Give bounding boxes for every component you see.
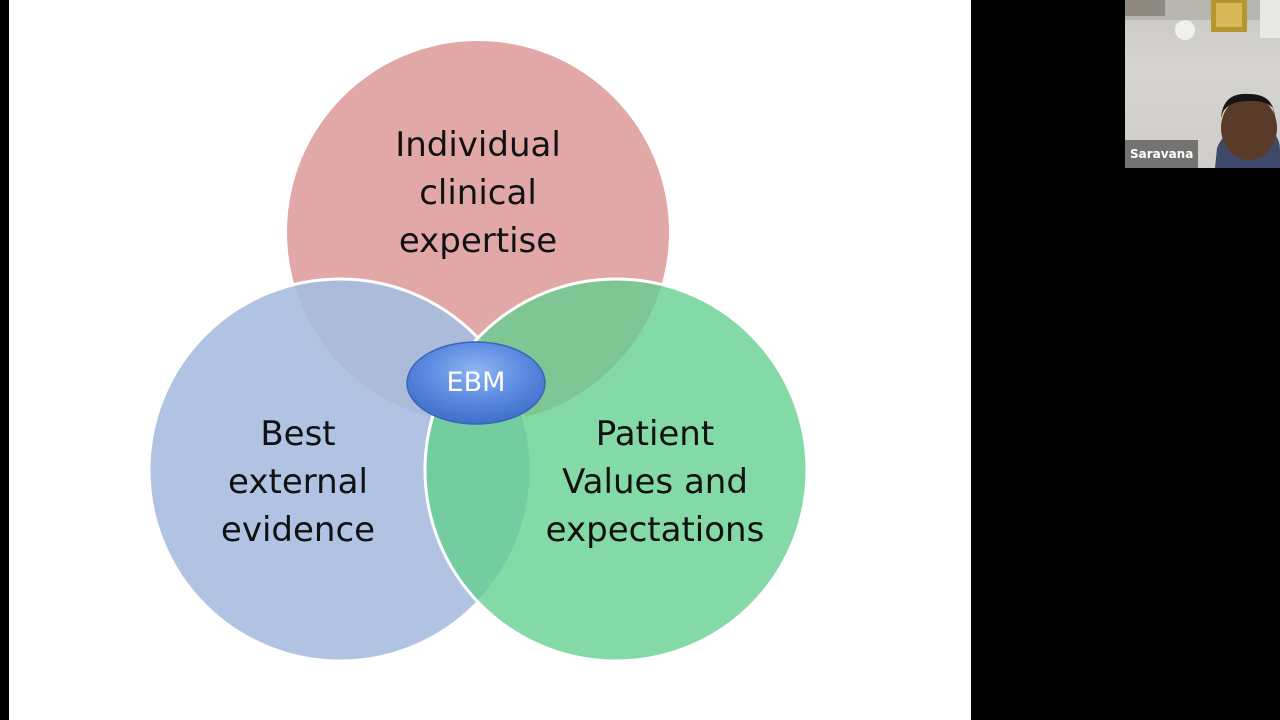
presentation-slide: Individual clinical expertise Best exter… bbox=[9, 0, 971, 720]
ebm-label: EBM bbox=[446, 367, 506, 398]
participant-name-tag: Saravana bbox=[1125, 140, 1199, 168]
venn-diagram bbox=[147, 41, 809, 663]
label-patient-values: Patient Values and expectations bbox=[545, 414, 765, 550]
label-clinical-expertise: Individual clinical expertise bbox=[395, 125, 561, 261]
label-external-evidence: Best external evidence bbox=[220, 414, 376, 550]
left-border bbox=[0, 0, 9, 720]
participant-video-feed bbox=[1125, 0, 1280, 168]
participant-video-tile[interactable]: Saravana bbox=[1125, 0, 1280, 168]
ebm-ellipse bbox=[406, 341, 546, 425]
